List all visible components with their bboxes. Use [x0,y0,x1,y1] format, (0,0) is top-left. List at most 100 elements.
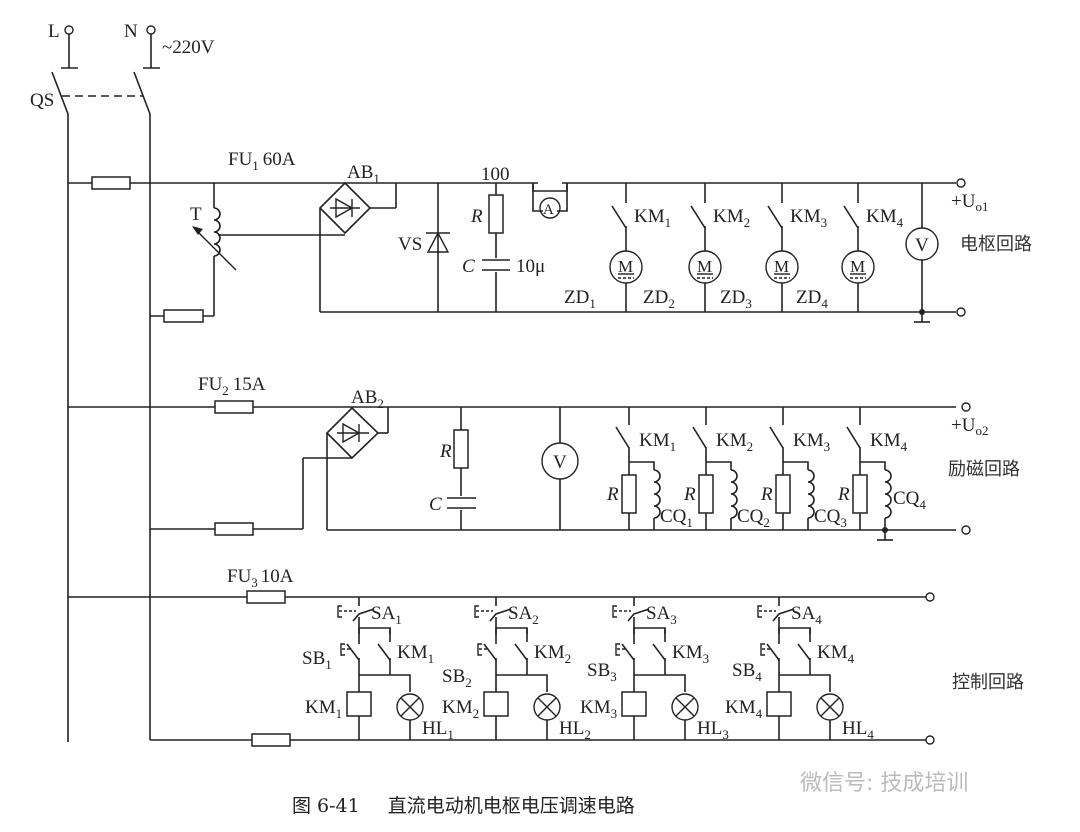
field-section-title: 励磁回路 [948,459,1020,480]
thyristor-vs: VS [398,183,450,312]
sb-button [766,643,780,661]
sa-label: SA4 [791,603,822,627]
uo1-return-terminal [956,307,966,317]
uo1-terminal [956,178,966,188]
sb-label: SB4 [732,660,762,684]
sb-label: SB3 [587,660,617,684]
km-contact [692,426,707,449]
control-branches: SA1KM1SB1KM1HL1SA2KM2SB2KM2HL2SA3KM3SB3K… [302,597,874,742]
ammeter: A [532,180,568,219]
neutral-terminal [146,25,156,35]
km-hold-contact [652,643,666,661]
svg-text:+Uo1: +Uo1 [951,191,988,214]
field-coil-icon [807,469,815,519]
sb-button [621,643,635,661]
km-label: KM3 [790,206,827,230]
control-section-title: 控制回路 [952,672,1024,693]
km-contact-label: KM4 [817,642,855,666]
uo2-terminal [961,402,971,412]
svg-text:M: M [697,257,712,276]
resistor-label: R [606,484,619,505]
svg-text:M: M [618,257,633,276]
sb-label: SB1 [302,648,332,672]
field-resistor [698,474,714,514]
rc-snubber-field: R C [429,407,477,530]
km-contact-label: KM1 [397,642,434,666]
ammeter-label: A [543,202,554,218]
coil-label: KM3 [580,697,617,721]
relay-coil-icon [346,691,372,717]
transformer-label: T [190,204,202,225]
voltage-label: ~220V [162,37,215,58]
km-label: KM1 [639,430,676,454]
coil-label: KM1 [305,697,342,721]
sa-switch [352,608,375,622]
km-contact-label: KM3 [672,642,709,666]
snubber-r-label: R [470,206,483,227]
fu3-fuse-bottom [251,733,291,747]
km-hold-contact [797,643,811,661]
coil-label: CQ4 [893,488,926,512]
qs-label: QS [30,90,54,111]
km-contact [846,426,861,449]
lamp-label: HL2 [559,718,591,742]
sa-label: SA1 [371,603,402,627]
sa-switch [772,608,795,622]
km-label: KM2 [713,206,750,230]
km-label: KM4 [866,206,904,230]
fu1-fuse-bottom [163,309,204,323]
bridge-rectifier-ab2: AB2 [325,387,389,530]
motor-label: ZD2 [643,287,675,311]
supply: L N ~220V QS [30,21,215,742]
voltmeter-armature: V [905,183,939,323]
motor-label: ZD4 [796,287,828,311]
sa-switch [627,608,650,622]
relay-coil-icon [483,691,509,717]
qs-switch: QS [30,71,151,115]
sb-button [346,643,360,661]
snubber-value: 100 [481,164,510,185]
sa-label: SA3 [646,603,677,627]
line-label: L [48,21,60,42]
field-coil-icon [884,469,892,519]
transformer-t: T [150,183,345,323]
sb-button [483,643,497,661]
field-resistor [775,474,791,514]
km-contact [767,205,783,229]
field-coil-icon [653,469,661,519]
motor-label: ZD3 [720,287,752,311]
relay-coil-icon [766,691,792,717]
km-contact [611,205,627,229]
coil-label: CQ1 [660,506,693,530]
neutral-label: N [124,21,138,42]
relay-coil-icon [621,691,647,717]
rc-snubber-armature: 100 R C 10μ [462,164,545,312]
field-resistor [852,474,868,514]
snubber-c-label: C [462,256,475,277]
sa-switch [489,608,512,622]
km-label: KM2 [716,430,753,454]
voltmeter-field: V [541,407,579,530]
svg-text:M: M [850,257,865,276]
line-terminal [64,25,74,35]
coil-label: CQ2 [737,506,770,530]
km-contact [690,205,706,229]
